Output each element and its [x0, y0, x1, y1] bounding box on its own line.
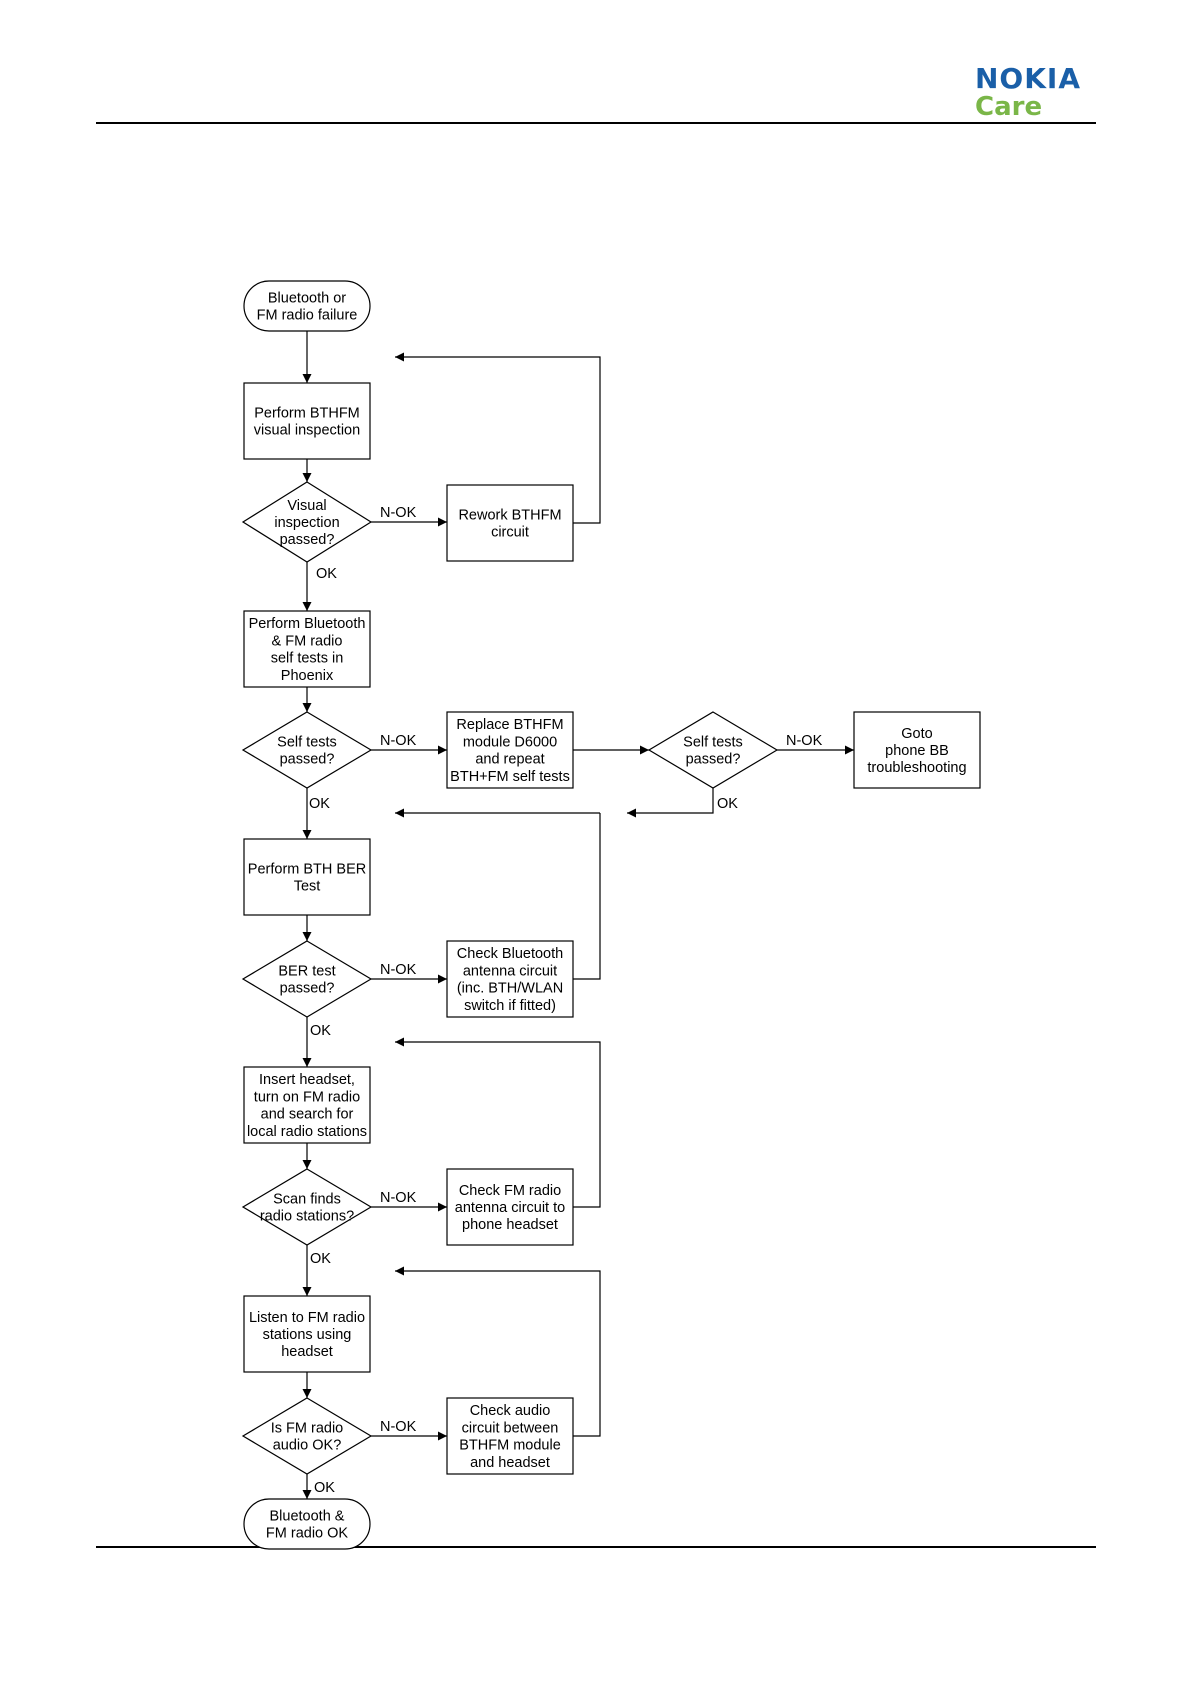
- edge-label-nok: N-OK: [380, 962, 417, 978]
- footer-rule: [96, 1546, 1096, 1548]
- logo-nokia-wordmark: NOKIA: [975, 62, 1082, 95]
- edge-label-nok: N-OK: [380, 505, 417, 521]
- flow-connector: [627, 788, 714, 818]
- edge-label-nok: N-OK: [380, 1419, 417, 1435]
- flow-connector: [395, 1266, 601, 1437]
- header-rule: [96, 122, 1096, 124]
- flow-connector: [395, 1037, 601, 1208]
- edge-label-nok: N-OK: [380, 733, 417, 749]
- edge-label-ok: OK: [316, 566, 337, 582]
- edge-label-ok: OK: [310, 1251, 331, 1267]
- flow-connector: [573, 813, 601, 980]
- edge-label-ok: OK: [314, 1480, 335, 1496]
- edge-label-ok: OK: [309, 796, 330, 812]
- flow-connector: [395, 352, 601, 524]
- logo-care-wordmark: Care: [975, 92, 1043, 122]
- edge-label-nok: N-OK: [380, 1190, 417, 1206]
- node-end: Bluetooth &FM radio OK: [243, 1498, 371, 1550]
- edge-label-nok: N-OK: [786, 733, 823, 749]
- edge-label-ok: OK: [717, 796, 738, 812]
- edge-label-ok: OK: [310, 1023, 331, 1039]
- nokia-care-logo: NOKIA Care: [975, 62, 1107, 122]
- node-text: Bluetooth &FM radio OK: [266, 1508, 349, 1541]
